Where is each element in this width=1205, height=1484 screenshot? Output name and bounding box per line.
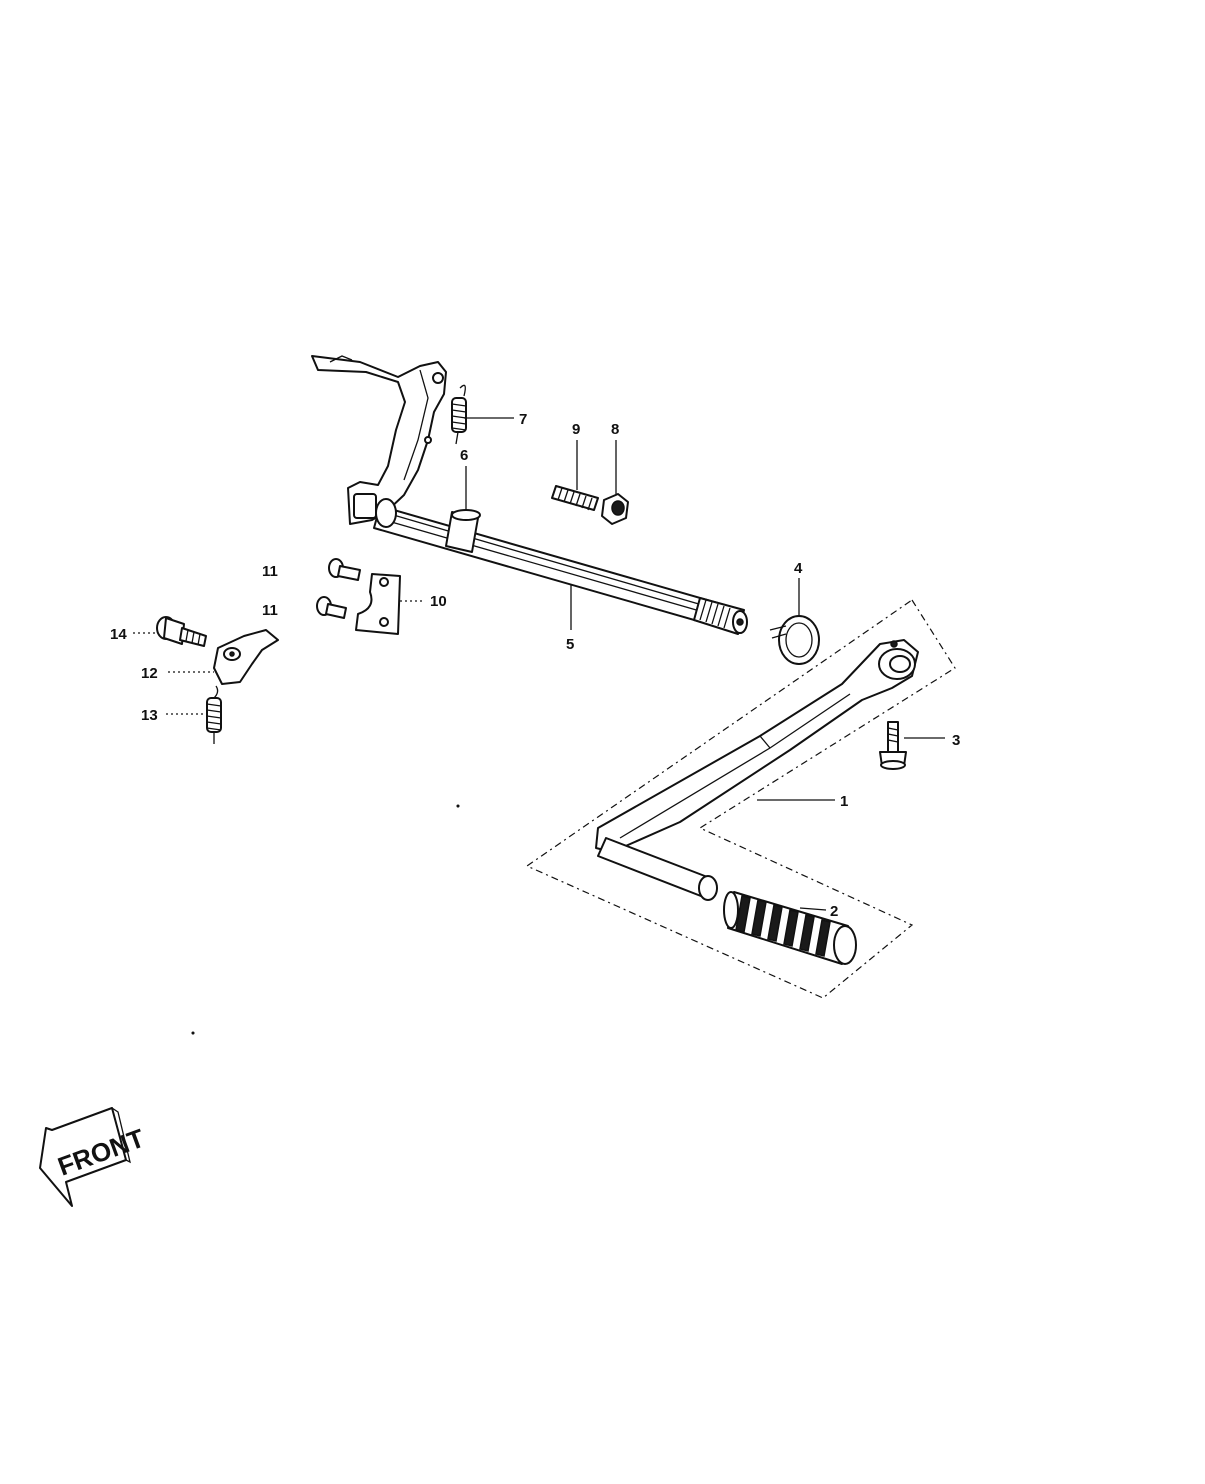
rubber-grip[interactable]	[723, 891, 857, 965]
lever-12[interactable]	[213, 629, 279, 685]
pedal-assembly-frame	[525, 599, 956, 999]
callout-8: 8	[611, 421, 619, 438]
callout-2: 2	[830, 903, 838, 920]
screw-upper[interactable]	[328, 558, 361, 581]
stud-bolt[interactable]	[551, 485, 599, 511]
screw-lower[interactable]	[316, 596, 347, 619]
callout-10: 10	[430, 593, 447, 610]
speck	[191, 1031, 195, 1035]
shift-shaft[interactable]	[373, 498, 748, 635]
plate[interactable]	[355, 573, 401, 635]
bolt-14[interactable]	[156, 616, 207, 647]
shift-arm[interactable]	[311, 355, 447, 525]
circlip[interactable]	[769, 615, 820, 665]
callout-3: 3	[952, 732, 960, 749]
callout-1: 1	[840, 793, 848, 810]
callout-7: 7	[519, 411, 527, 428]
collar[interactable]	[445, 509, 481, 553]
spring-small[interactable]	[451, 384, 467, 445]
callout-6: 6	[460, 447, 468, 464]
leader-2	[799, 907, 827, 911]
spring-13[interactable]	[206, 685, 222, 744]
callout-11-upper: 11	[262, 563, 278, 580]
callout-13: 13	[141, 707, 158, 724]
nut[interactable]	[601, 493, 629, 525]
callout-4: 4	[794, 560, 803, 577]
callout-5: 5	[566, 636, 574, 653]
callout-14: 14	[110, 626, 127, 643]
callout-9: 9	[572, 421, 580, 438]
callout-11-lower: 11	[262, 602, 278, 619]
pedal-arm[interactable]	[595, 639, 919, 901]
callout-12: 12	[141, 665, 158, 682]
speck	[456, 804, 460, 808]
pinch-bolt[interactable]	[879, 721, 907, 770]
front-arrow: FRONT	[39, 1107, 148, 1207]
